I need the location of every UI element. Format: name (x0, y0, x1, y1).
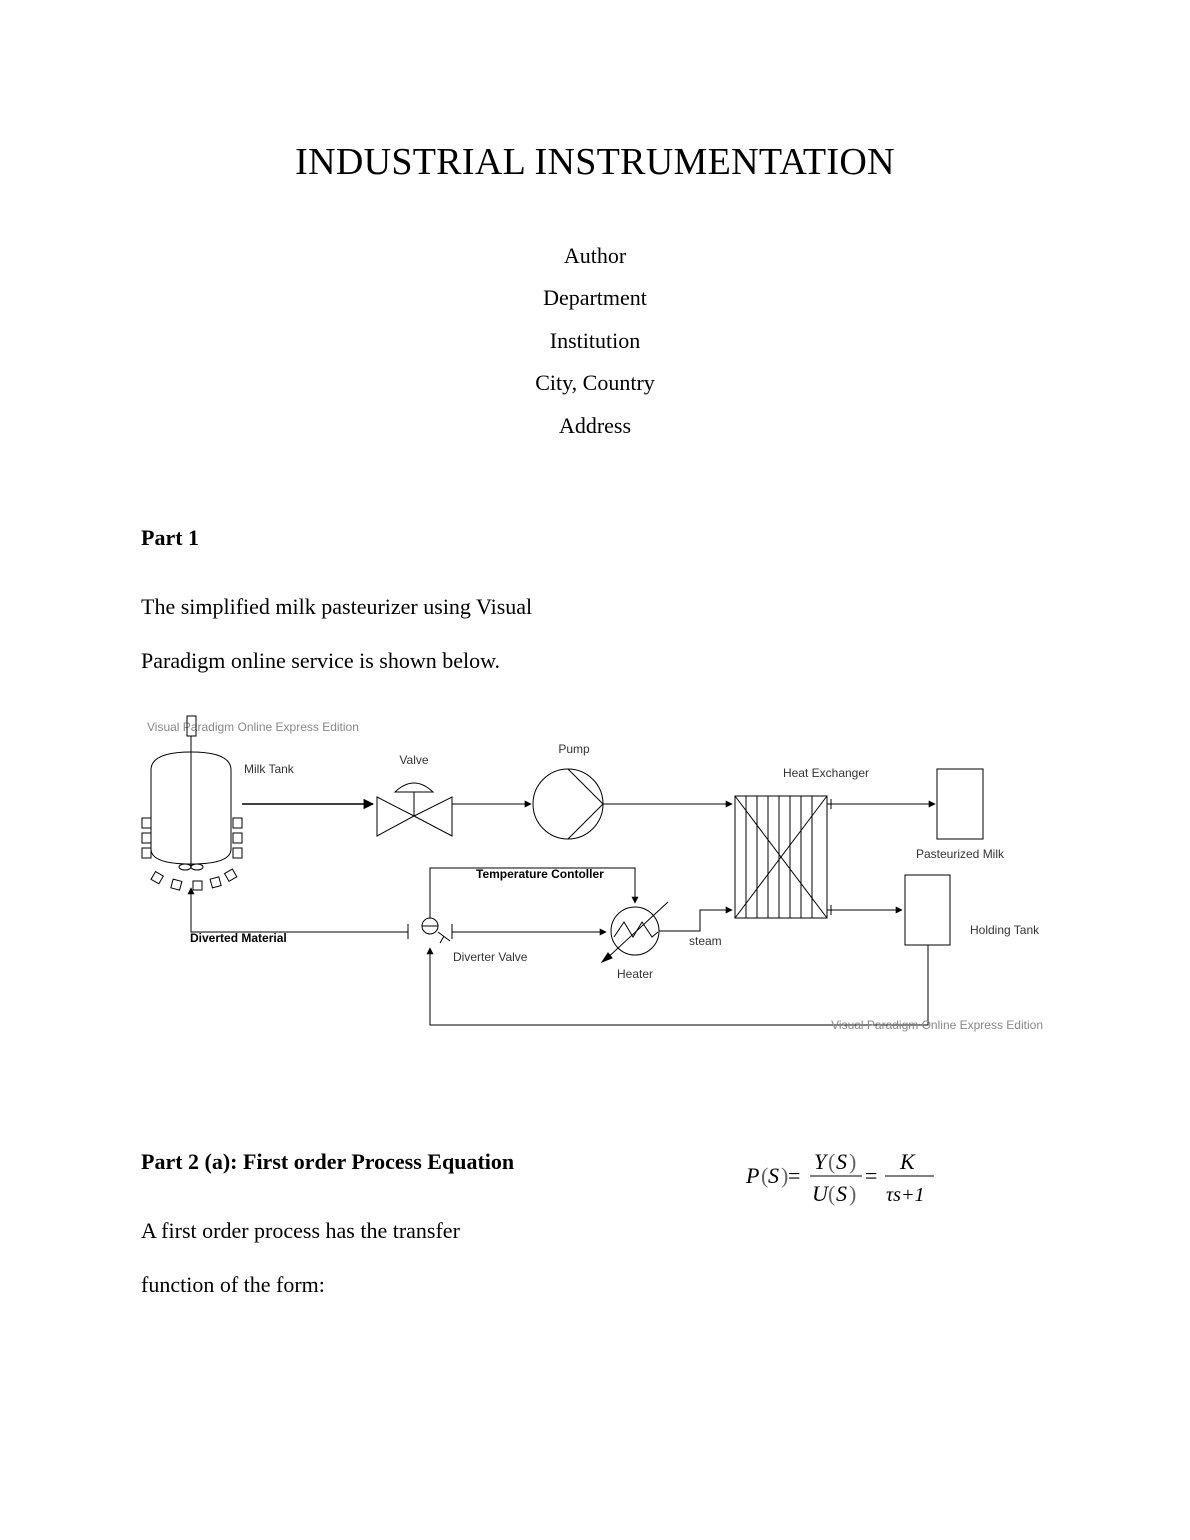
diverted-material-line (187, 887, 408, 933)
diverter-valve-shape (407, 917, 453, 944)
svg-text:(: ( (761, 1163, 768, 1188)
document-title: INDUSTRIAL INSTRUMENTATION (295, 141, 895, 183)
part2-heading: Part 2 (a): First order Process Equation (141, 1149, 515, 1174)
department-line: Department (543, 285, 647, 310)
pump-shape (532, 768, 604, 840)
transfer-function-equation: P ( S ) = Y ( S ) U ( S ) = K τs+1 (745, 1149, 934, 1206)
part2-line-2: function of the form: (141, 1272, 325, 1297)
watermark-bottom: Visual Paradigm Online Express Edition (831, 1018, 1043, 1032)
part1-line-1: The simplified milk pasteurizer using Vi… (141, 594, 533, 619)
milk-tank-shape (141, 715, 243, 891)
svg-text:=: = (865, 1163, 877, 1188)
heater-label: Heater (617, 967, 653, 981)
city-country-line: City, Country (535, 370, 655, 395)
eq-lhs-arg: S (768, 1163, 779, 1188)
heat-exchanger-label: Heat Exchanger (783, 766, 869, 780)
eq-numerator-1: Y (814, 1149, 829, 1174)
svg-text:(: ( (828, 1181, 835, 1206)
pasteurizer-diagram: Visual Paradigm Online Express Edition M… (141, 715, 1043, 1032)
svg-text:(: ( (828, 1149, 835, 1174)
eq-lhs: P (745, 1163, 759, 1188)
temperature-control-line (429, 867, 639, 918)
valve-label: Valve (399, 753, 428, 767)
diverter-valve-label: Diverter Valve (453, 950, 528, 964)
holding-tank-label: Holding Tank (970, 923, 1040, 937)
pasteurized-milk-label: Pasteurized Milk (916, 847, 1005, 861)
valve-shape (376, 782, 453, 837)
svg-text:): ) (849, 1149, 856, 1174)
milk-tank-label: Milk Tank (244, 762, 295, 776)
steam-label: steam (689, 934, 722, 948)
institution-line: Institution (549, 328, 641, 353)
author-line: Author (563, 243, 627, 268)
eq-numerator-2: K (899, 1149, 916, 1174)
steam-line (659, 906, 733, 932)
part2-line-1: A first order process has the transfer (141, 1218, 460, 1243)
svg-text:): ) (849, 1181, 856, 1206)
pasteurized-milk-tank (936, 768, 984, 840)
eq-denominator-2: τs+1 (886, 1184, 924, 1206)
temperature-controller-label: Temperature Contoller (476, 867, 604, 881)
eq-denominator-1-arg: S (836, 1181, 847, 1206)
part1-line-2: Paradigm online service is shown below. (141, 648, 501, 673)
eq-denominator-1: U (812, 1181, 830, 1206)
pump-label: Pump (558, 742, 590, 756)
watermark-top: Visual Paradigm Online Express Edition (147, 720, 359, 734)
holding-tank (904, 874, 951, 946)
svg-text:=: = (788, 1163, 800, 1188)
diverted-material-label: Diverted Material (190, 931, 287, 945)
address-line: Address (558, 413, 632, 438)
part1-heading: Part 1 (141, 525, 200, 550)
heat-exchanger-shape (734, 795, 828, 919)
return-line (426, 945, 929, 1026)
heater-shape (600, 901, 669, 964)
eq-numerator-1-arg: S (836, 1149, 847, 1174)
svg-text:): ) (781, 1163, 788, 1188)
